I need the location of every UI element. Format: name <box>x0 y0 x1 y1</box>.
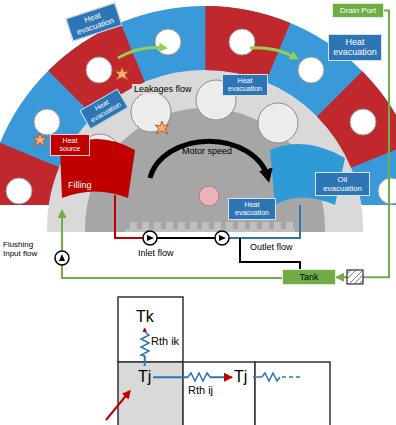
pump-symbol <box>55 231 229 265</box>
roller <box>6 29 396 204</box>
flow-label: Inlet flow <box>138 248 174 258</box>
roller <box>86 57 112 83</box>
node-text: Tj <box>138 368 151 386</box>
roller <box>6 178 32 204</box>
stator-ring <box>15 38 395 205</box>
tank-box: Tank <box>282 269 336 285</box>
flow-label: Motor speed <box>182 146 232 156</box>
piston <box>258 103 298 143</box>
resistor-symbol <box>188 373 210 381</box>
drain-port-box: Drain Port <box>332 3 384 18</box>
pump-symbol <box>143 231 157 245</box>
node-text: Drain Port <box>335 6 381 15</box>
gear-teeth <box>166 222 173 230</box>
roller <box>155 29 181 55</box>
pump-triangle <box>59 235 226 261</box>
shaft <box>199 186 219 206</box>
resistance-label: Rth ij <box>188 384 213 397</box>
pump-triangle <box>147 235 154 241</box>
gear-teeth <box>226 222 233 230</box>
flow-line <box>61 212 63 251</box>
filter-symbol <box>347 270 363 284</box>
gear-teeth <box>238 222 245 230</box>
node-text: Tj <box>234 368 247 386</box>
pump-symbol <box>215 231 229 245</box>
roller <box>378 178 396 204</box>
flow-line <box>115 195 143 238</box>
resistor-symbol <box>141 332 149 356</box>
pump-symbol <box>55 251 69 265</box>
flow-line <box>157 237 215 239</box>
pump-triangle <box>219 235 226 241</box>
roller <box>350 109 376 135</box>
heat-source-box: Heat source <box>50 134 90 156</box>
flow-label: Flushing Input flow <box>3 240 47 258</box>
resistor-symbol <box>253 376 262 378</box>
thermal-cell <box>255 362 330 425</box>
temperature-node: Tj <box>136 366 153 388</box>
pump-triangle <box>59 254 65 261</box>
resistor-symbol <box>140 332 150 356</box>
node-text: Heat evacuation <box>225 77 265 93</box>
flow-label: Leakages flow <box>132 84 194 94</box>
leak-star <box>115 67 129 80</box>
flow-line <box>62 195 300 278</box>
heat-evacuation-tag: Heat evacuation <box>328 34 382 61</box>
resistor-symbol <box>282 376 302 378</box>
roller <box>34 109 60 135</box>
thermal-cell <box>118 297 330 425</box>
temperature-node: Tj <box>232 366 249 388</box>
stator-ring <box>15 38 395 205</box>
gear-teeth <box>214 222 221 230</box>
node-text: Heat evacuation <box>231 201 273 217</box>
flow-label: Outlet flow <box>250 242 293 252</box>
thermal-cell <box>183 362 255 425</box>
leak-star <box>155 121 169 134</box>
temperature-node: Tk <box>134 306 156 328</box>
leak-arrow <box>118 47 165 58</box>
heat-evacuation-tag: Heat evacuation <box>222 74 268 96</box>
node-text: Tank <box>285 272 333 282</box>
gear-teeth <box>202 222 209 230</box>
leak-star <box>33 133 47 146</box>
flow-line <box>240 238 300 269</box>
gear-teeth <box>190 222 197 230</box>
roller <box>298 57 324 83</box>
gear-teeth <box>130 222 137 230</box>
heat-evacuation-tag: Heat evacuation <box>228 198 276 220</box>
thermal-cell <box>118 297 183 362</box>
gear-teeth <box>286 222 293 230</box>
gear-teeth <box>262 222 269 230</box>
leak-arrow <box>118 47 296 58</box>
rotation-arrow <box>150 141 268 178</box>
filter-symbol <box>347 270 363 284</box>
node-text: Tk <box>136 308 154 326</box>
node-text: Oil evacuation <box>318 175 367 193</box>
filter-symbol <box>347 270 363 284</box>
heat-input-arrow <box>106 392 129 420</box>
leak-arrow <box>250 48 296 58</box>
stator-ring <box>6 29 396 205</box>
flow-label: Filling <box>68 180 92 190</box>
roller <box>229 29 255 55</box>
resistor-symbol <box>262 373 280 381</box>
resistor-symbol <box>140 332 302 382</box>
resistance-label: Rth ik <box>151 335 179 348</box>
node-text: Heat evacuation <box>331 37 379 58</box>
flow-line <box>62 265 282 278</box>
gear-teeth <box>178 222 185 230</box>
gear-teeth <box>142 222 149 230</box>
gear-teeth <box>274 222 281 230</box>
gear-teeth <box>250 222 257 230</box>
oil-evacuation-box: Oil evacuation <box>315 172 370 196</box>
resistor-symbol <box>188 372 210 382</box>
gear-teeth <box>154 222 161 230</box>
node-text: Heat source <box>53 137 87 153</box>
